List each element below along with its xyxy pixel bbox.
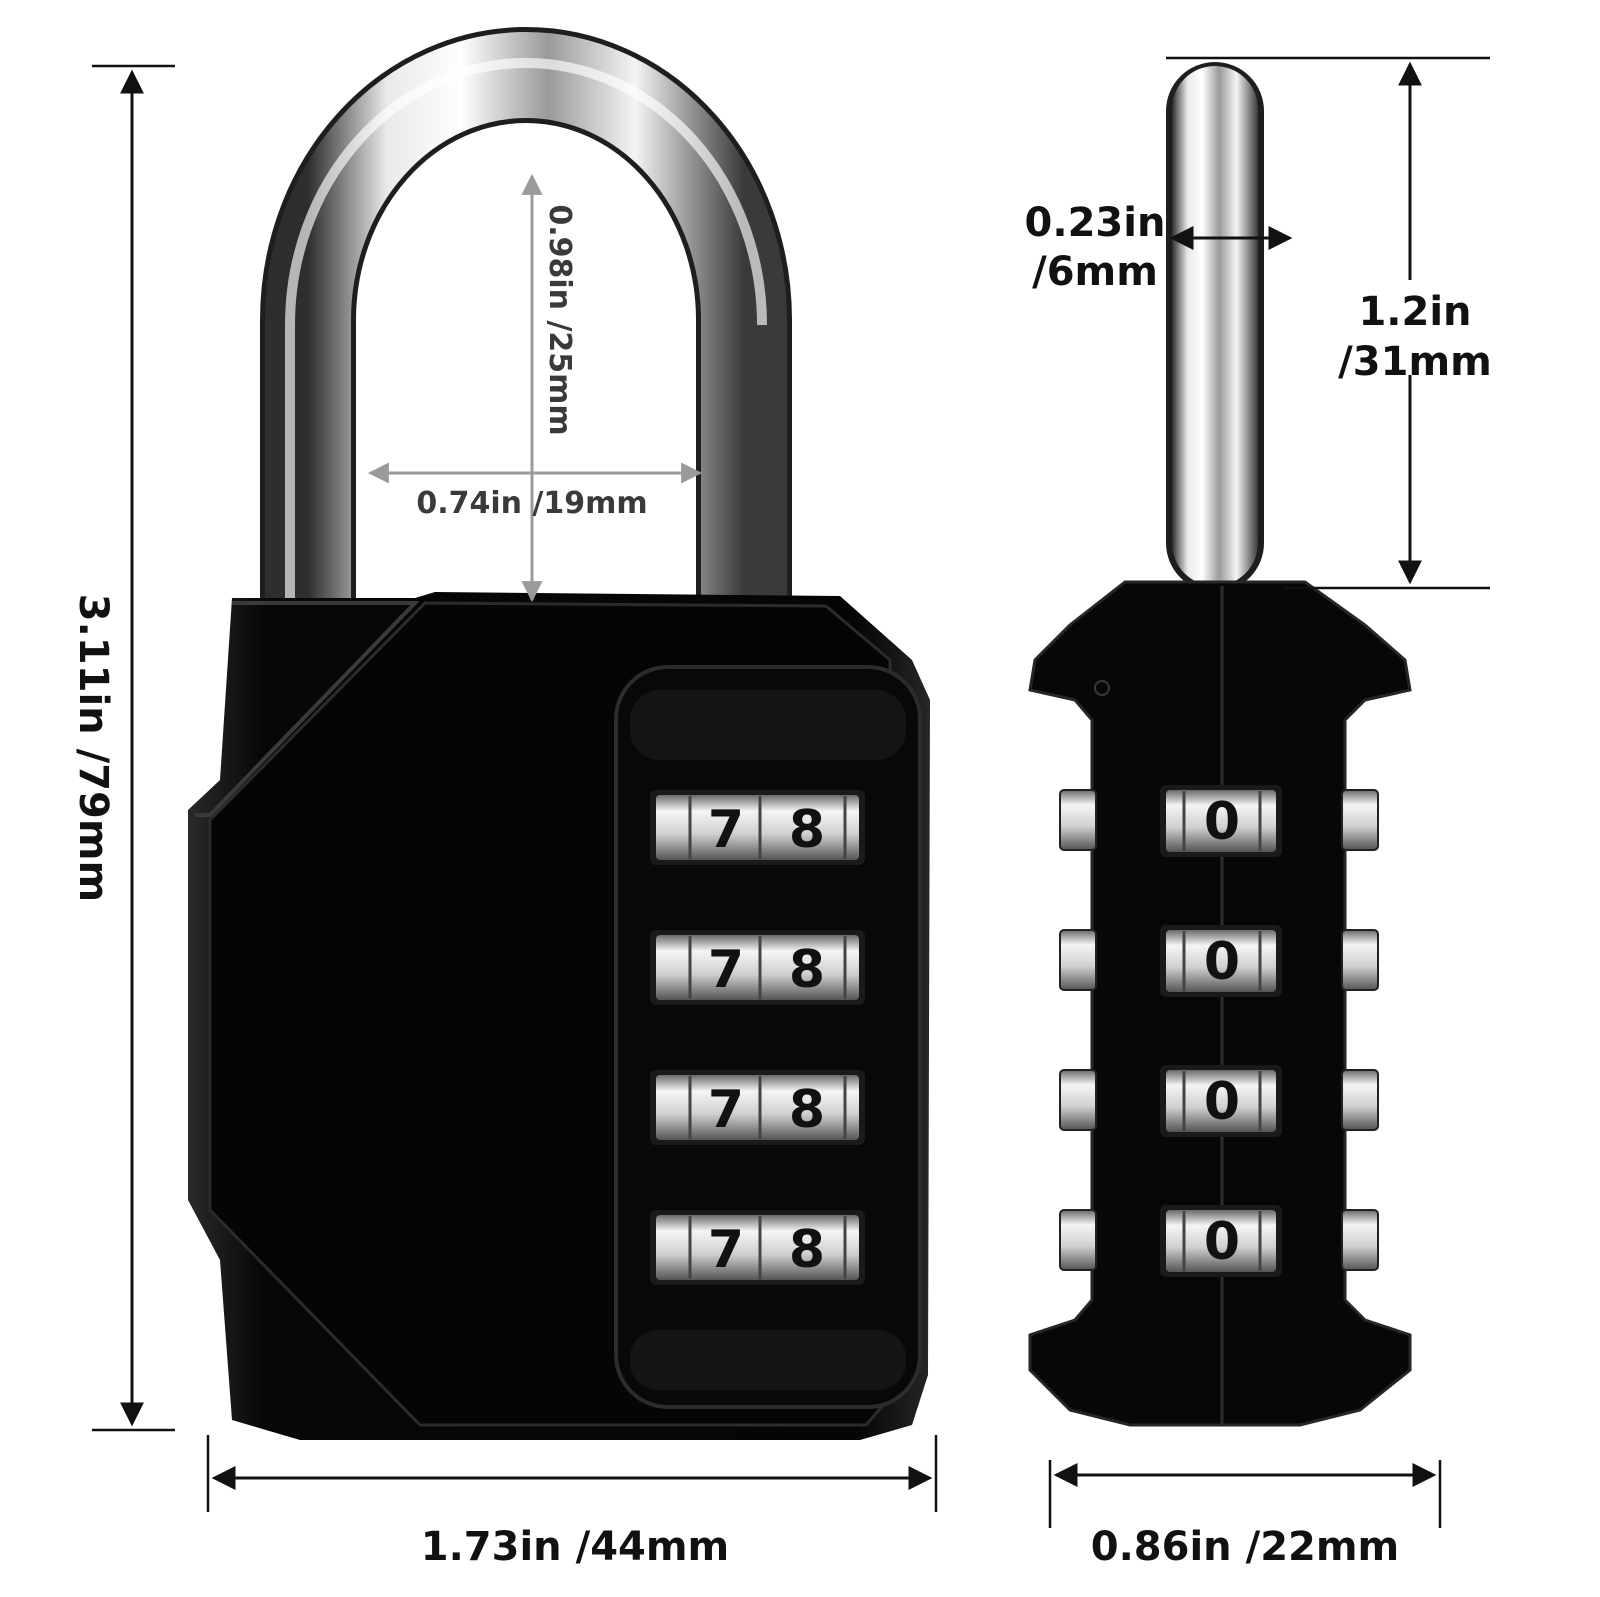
shackle-inner-height-label: 0.98in /25mm [542, 204, 577, 435]
body-width-label: 1.73in /44mm [421, 1524, 729, 1570]
dimension-total-height [92, 64, 175, 1432]
shackle-diameter-mm-label: /6mm [1032, 249, 1158, 295]
total-height-label: 3.11in /79mm [70, 594, 116, 902]
side-combination-dial[interactable]: 0 [1059, 925, 1379, 997]
side-dial-digit: 0 [1204, 792, 1240, 852]
body-thickness-label: 0.86in /22mm [1091, 1524, 1399, 1570]
side-dial-digit: 0 [1204, 1212, 1240, 1272]
side-combination-dial[interactable]: 0 [1059, 1065, 1379, 1137]
side-dial-digit: 0 [1204, 932, 1240, 992]
front-dial-digit: 7 [708, 800, 744, 860]
shackle-clearance-mm-label: /31mm [1338, 339, 1492, 385]
front-dial-digit: 8 [789, 940, 825, 1000]
side-padlock: 0 0 0 0 [1028, 62, 1412, 1427]
front-dial-digit: 8 [789, 1220, 825, 1280]
dimension-shackle-clearance [1166, 56, 1490, 590]
side-body [1028, 580, 1412, 1427]
front-dial-digit: 7 [708, 1080, 744, 1140]
front-dial-digit: 8 [789, 800, 825, 860]
front-dial-digit: 7 [708, 1220, 744, 1280]
shackle-inner-width-label: 0.74in /19mm [416, 486, 647, 521]
front-dial-digit: 8 [789, 1080, 825, 1140]
side-combination-dial[interactable]: 0 [1059, 785, 1379, 857]
dimension-body-width [206, 1435, 938, 1512]
shackle-diameter-in-label: 0.23in [1025, 200, 1166, 246]
dimension-body-thickness [1048, 1460, 1442, 1528]
side-combination-dial[interactable]: 0 [1059, 1205, 1379, 1277]
dial-housing [614, 665, 922, 1409]
side-dial-digit: 0 [1204, 1072, 1240, 1132]
shackle-clearance-in-label: 1.2in [1358, 289, 1471, 335]
front-dial-digit: 7 [708, 940, 744, 1000]
